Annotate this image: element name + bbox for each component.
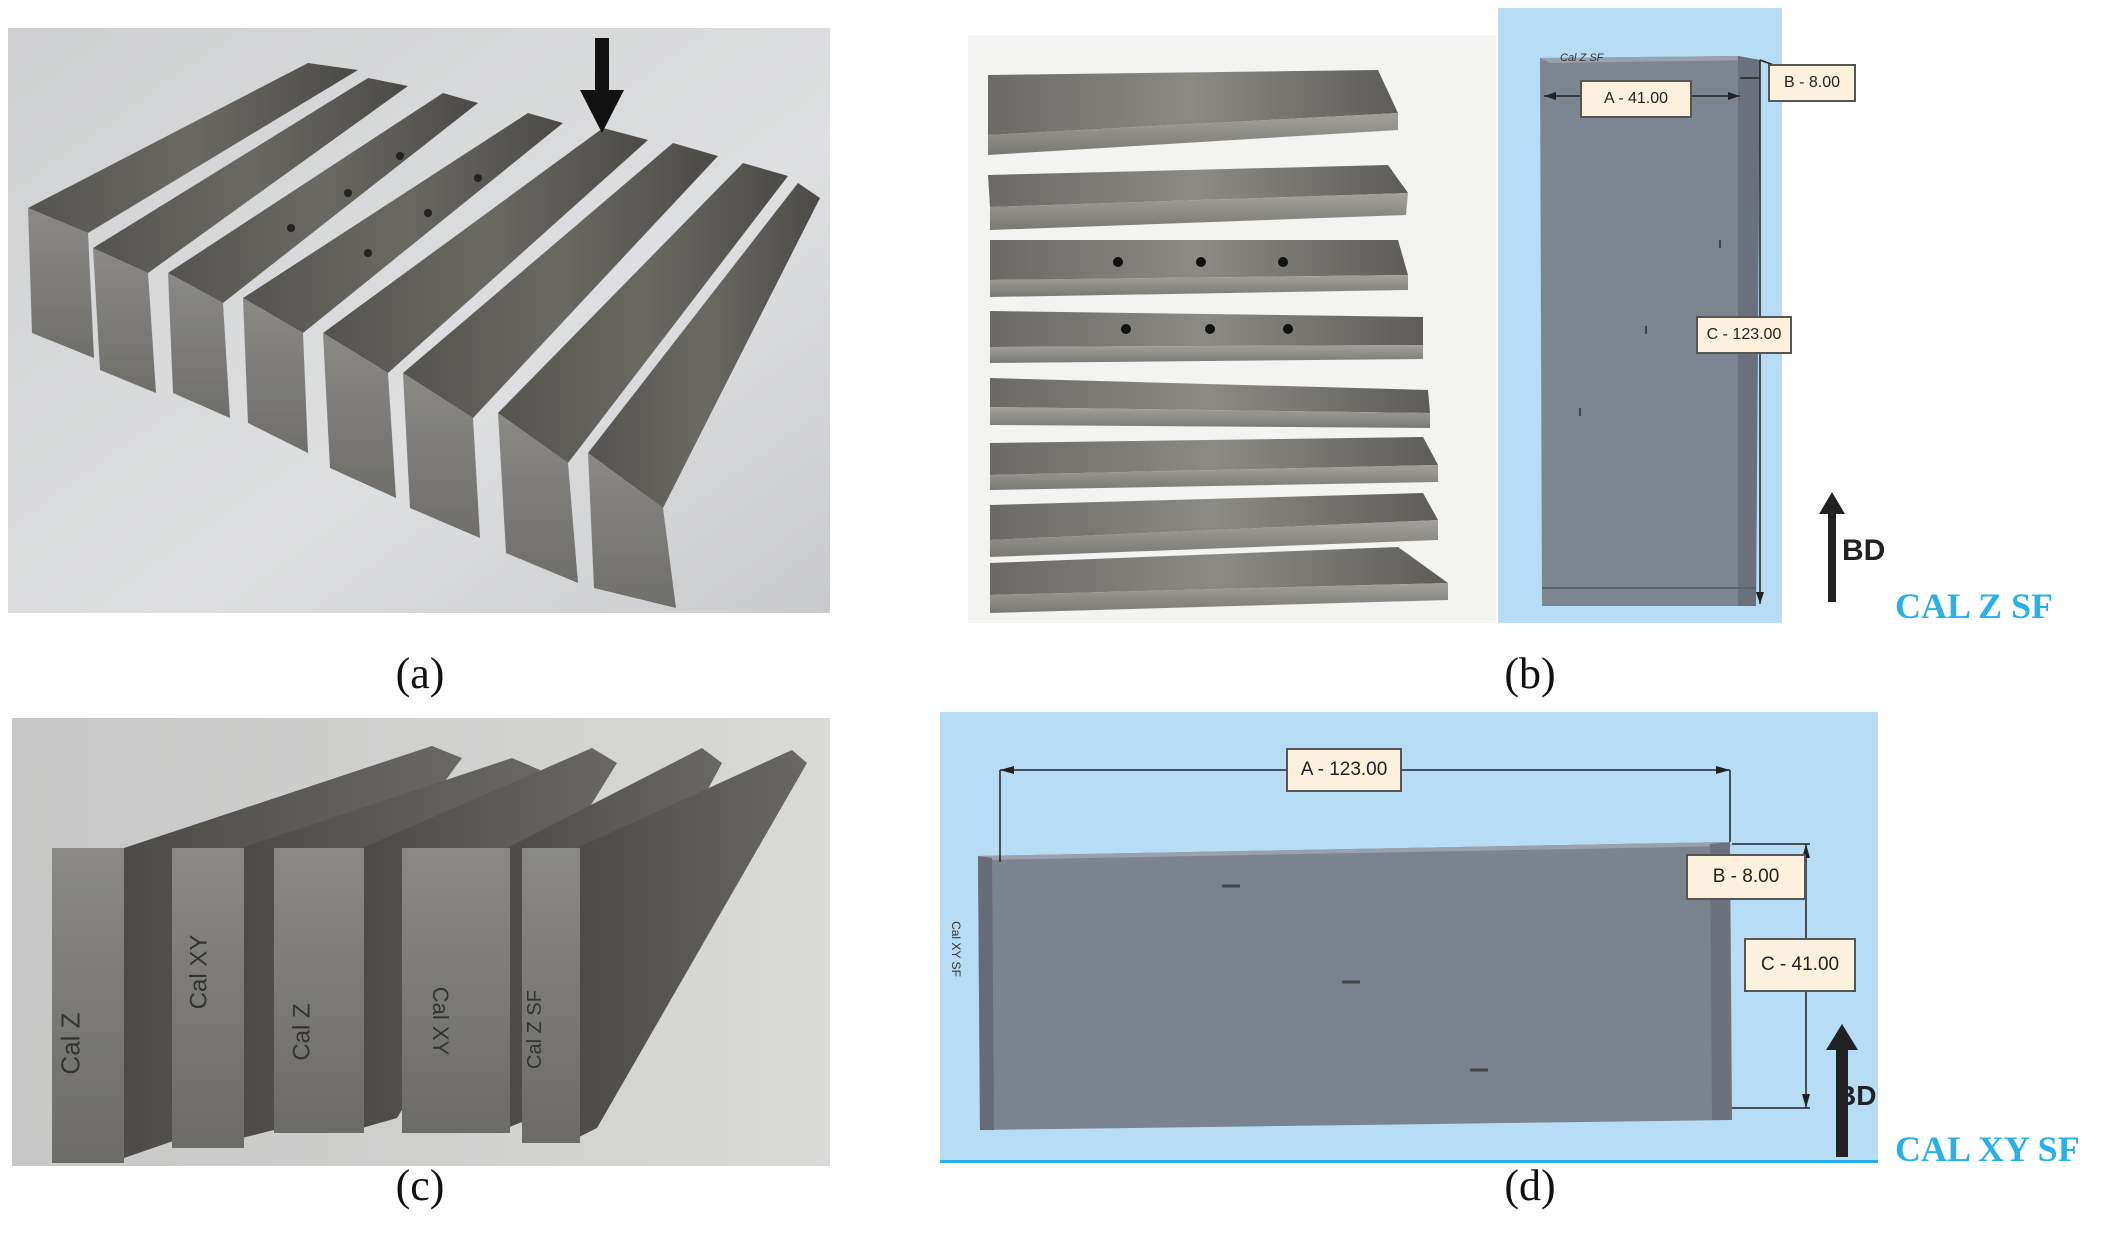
engraving-c2: Cal XY xyxy=(185,934,213,1010)
plate-b3 xyxy=(990,240,1408,297)
plate-b8 xyxy=(990,547,1448,613)
plate-b4 xyxy=(990,311,1423,363)
cad-d-drawing xyxy=(978,766,1858,1157)
cad-view-d: Cal XY SF A - 123.00 B - 8.00 C - 41.00 xyxy=(940,712,1878,1162)
plate-b5 xyxy=(990,378,1430,428)
engraving-c5: Cal Z SF xyxy=(523,990,546,1069)
plate-b7 xyxy=(990,493,1438,557)
engraving-c3: Cal Z xyxy=(288,1003,316,1061)
plate-a6 xyxy=(403,143,718,538)
dim-label-d-c: C - 41.00 xyxy=(1744,938,1856,992)
dim-label-b-c: C - 123.00 xyxy=(1696,316,1792,354)
photo-c-scene xyxy=(12,718,830,1166)
photo-b xyxy=(968,35,1496,623)
plate-a4 xyxy=(243,113,563,453)
plate-a5 xyxy=(323,128,648,498)
bd-arrow-b-icon xyxy=(1819,492,1845,602)
caption-a: (a) xyxy=(395,649,445,698)
cal-label-d: CAL XY SF xyxy=(1895,1129,2080,1169)
dim-label-b-b-box: B - 8.00 xyxy=(1768,64,1856,102)
arrow-down-icon xyxy=(580,38,624,133)
plate-a7 xyxy=(498,163,788,583)
engraving-b: Cal Z SF xyxy=(1560,52,1604,64)
baseline-d xyxy=(940,1160,1878,1163)
caption-b: (b) xyxy=(1504,649,1556,698)
plate-a3 xyxy=(168,93,478,418)
cal-label-b: CAL Z SF xyxy=(1895,586,2054,626)
plate-a1 xyxy=(28,63,358,358)
bd-label-d: BD xyxy=(1836,1080,1877,1111)
plate-b6 xyxy=(990,437,1438,490)
cad-view-b: Cal Z SF A - 41.00 B - 8.00 C - 123.00 xyxy=(1498,8,1792,623)
bd-label-b: BD xyxy=(1842,534,1886,567)
plate-b2 xyxy=(988,165,1408,230)
dim-label-d-a: A - 123.00 xyxy=(1286,748,1402,792)
engraving-d: Cal XY SF xyxy=(948,921,963,977)
photo-c: Cal Z Cal XY Cal Z Cal XY Cal Z SF xyxy=(12,718,830,1166)
caption-c: (c) xyxy=(395,1161,445,1210)
caption-d: (d) xyxy=(1504,1161,1556,1210)
dim-label-d-b: B - 8.00 xyxy=(1686,854,1806,900)
photo-a xyxy=(8,28,830,613)
photo-b-scene xyxy=(968,35,1496,623)
photo-a-scene xyxy=(8,28,830,613)
plate-a2 xyxy=(93,78,408,393)
dim-label-b-a: A - 41.00 xyxy=(1580,80,1692,118)
engraving-c4: Cal XY xyxy=(428,986,454,1056)
plate-b1 xyxy=(988,70,1398,155)
engraving-c1: Cal Z xyxy=(55,1012,86,1075)
plate-a8 xyxy=(588,183,820,608)
